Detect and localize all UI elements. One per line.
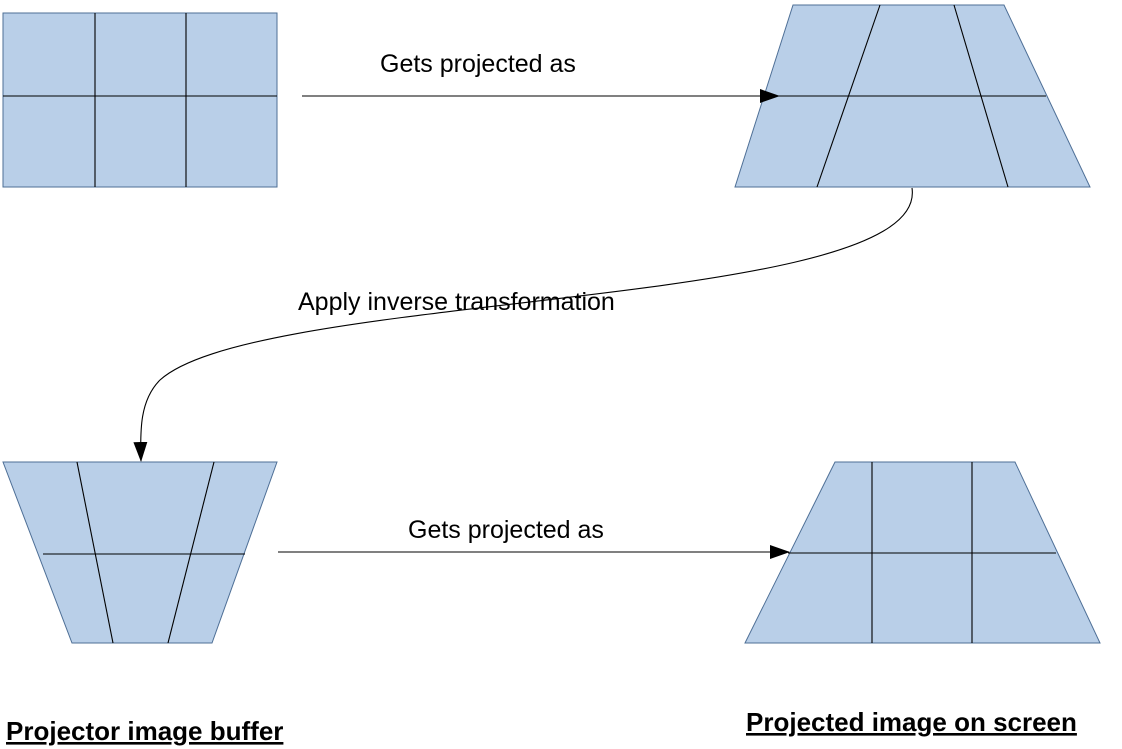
projector-buffer-caption: Projector image buffer bbox=[6, 716, 283, 746]
inverse-transform-curved-arrow bbox=[133, 187, 913, 462]
bottom-arrow-label: Gets projected as bbox=[408, 516, 604, 544]
grid-line bbox=[76, 461, 114, 644]
projected-keystone-trapezoid bbox=[734, 4, 1091, 188]
inverse-transform-label: Apply inverse transformation bbox=[298, 288, 615, 316]
inverse-trapezoid-shape bbox=[2, 461, 278, 644]
projected-screen-caption: Projected image on screen bbox=[746, 707, 1077, 737]
grid-line bbox=[167, 461, 215, 644]
original-image-rect bbox=[2, 12, 278, 188]
inverse-warped-trapezoid bbox=[2, 461, 278, 644]
top-arrow-label: Gets projected as bbox=[380, 50, 576, 78]
original-image-grid bbox=[2, 12, 278, 188]
corrected-projection-trapezoid bbox=[744, 461, 1101, 644]
